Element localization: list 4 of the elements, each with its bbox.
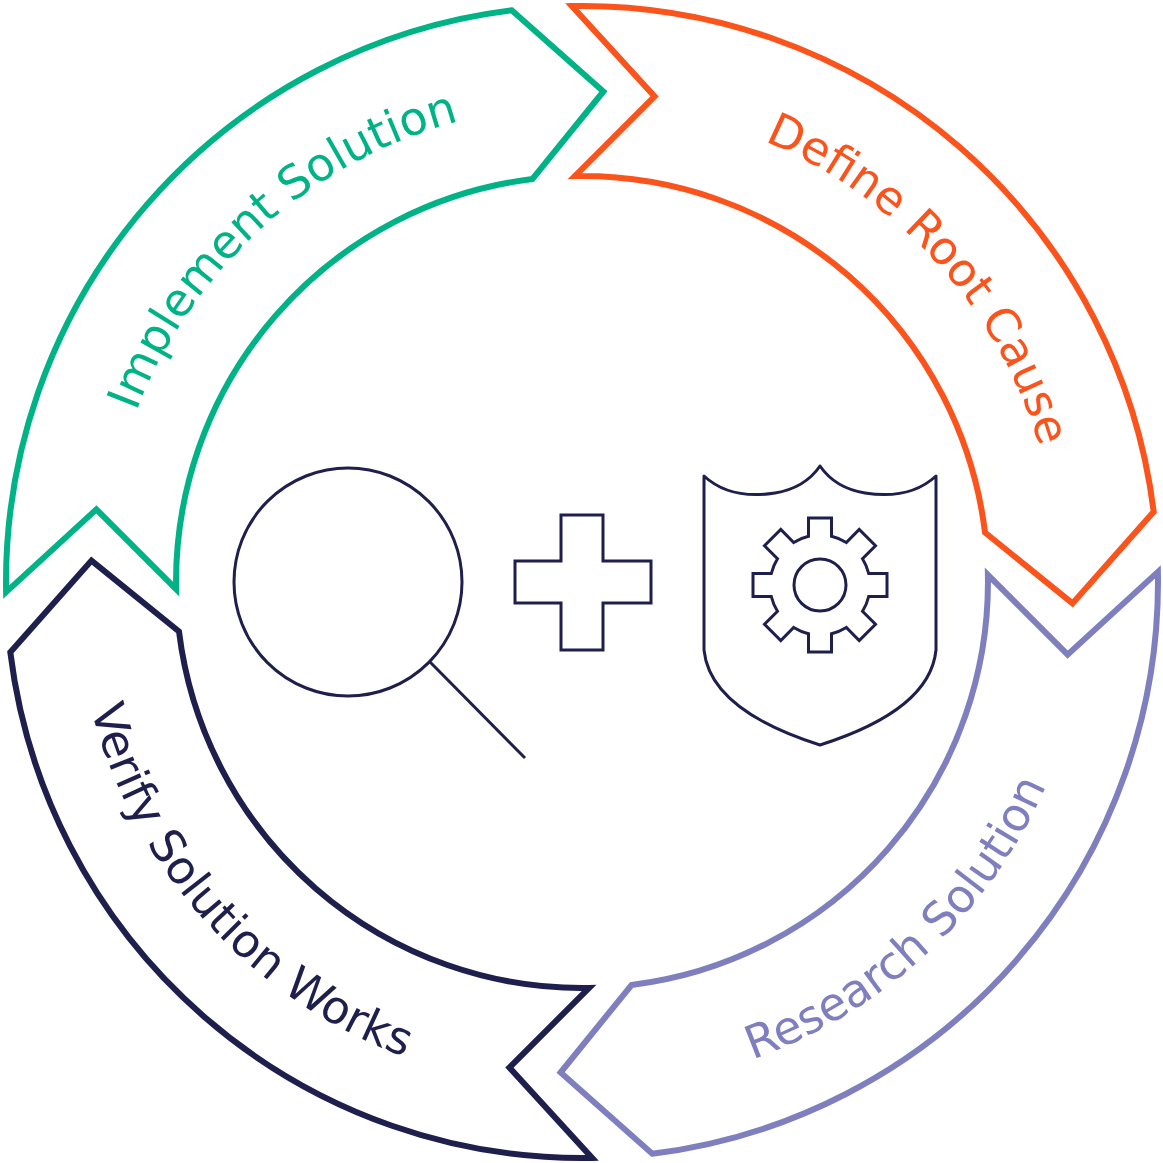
cycle-arrow-segment	[568, 3, 1157, 607]
cycle-arrow-segment	[7, 557, 596, 1161]
cycle-arrow-segment	[3, 7, 607, 596]
cycle-arrow-segment	[557, 568, 1161, 1157]
